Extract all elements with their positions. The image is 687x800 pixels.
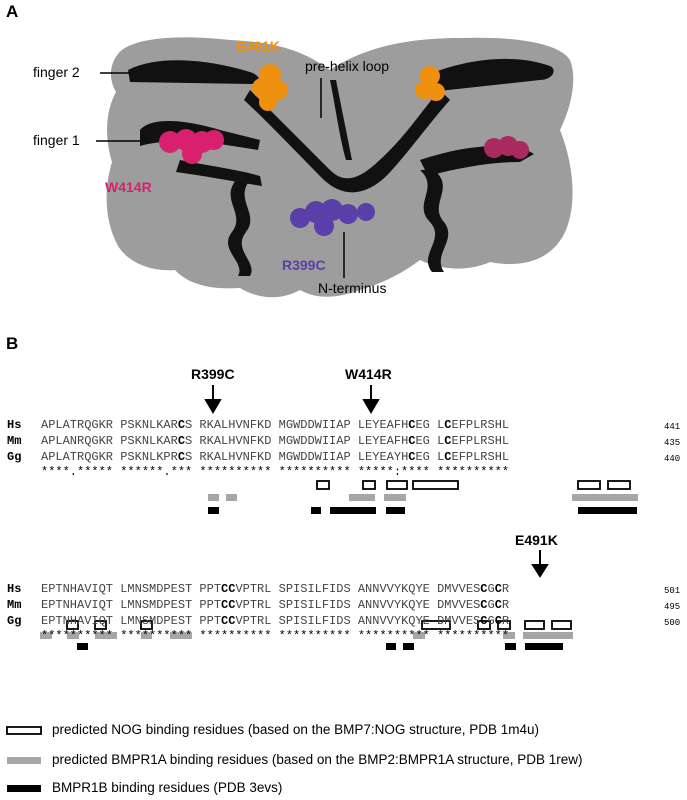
species-mm-block2: Mm [7, 598, 22, 612]
legend-swatch-black [7, 785, 41, 792]
ribbon-right-helix [420, 170, 449, 272]
label-finger2: finger 2 [33, 64, 80, 80]
conservation-block2: ********** ********** ********** *******… [41, 629, 510, 643]
arrow-w414r [362, 385, 380, 414]
ribbon-left-finger2 [128, 60, 259, 84]
mutation-r399c-header: R399C [191, 366, 235, 382]
sequence-hs-block1: APLATRQGKR PSKNLKARCS RKALHVNFKD MGWDDWI… [41, 418, 510, 432]
species-hs-block2: Hs [7, 582, 22, 596]
ribbon-right-finger2 [420, 58, 554, 92]
label-pre-helix-loop: pre-helix loop [305, 58, 390, 74]
sequence-end-hs-block1: 441 [664, 422, 681, 432]
sequence-end-mm-block2: 495 [664, 602, 681, 612]
block1-nog-bars [316, 480, 631, 490]
block2-bmpr1b-bars [77, 643, 563, 650]
mutation-e491k-header: E491K [515, 532, 558, 548]
sequence-end-gg-block2: 500 [664, 618, 681, 628]
sequence-gg-block2: EPTNHAVIQT LMNSMDPEST PPTCCVPTRL SPISILF… [41, 614, 510, 628]
label-r399c: R399C [282, 257, 326, 273]
block1-bmpr1b-bars [208, 507, 637, 514]
species-hs: Hs [7, 418, 22, 432]
legend-bmpr1b: BMPR1B binding residues (PDB 3evs) [52, 780, 283, 795]
mutation-w414r-header: W414R [345, 366, 392, 382]
panel-b-letter: B [6, 334, 19, 353]
sequence-gg-block1: APLATRQGKR PSKNLKPRCS RKALHVNFKD MGWDDWI… [41, 450, 510, 464]
ribbon-left-strand [176, 160, 262, 186]
legend-nog: predicted NOG binding residues (based on… [52, 722, 539, 737]
molecular-surface [106, 37, 574, 298]
label-finger1: finger 1 [33, 132, 80, 148]
sequence-hs-block2: EPTNHAVIQT LMNSMDPEST PPTCCVPTRL SPISILF… [41, 582, 510, 596]
block2-nog-bars [66, 620, 572, 630]
species-gg: Gg [7, 450, 22, 464]
arrow-e491k [531, 550, 549, 578]
legend-swatch-open [6, 726, 42, 735]
species-mm: Mm [7, 434, 22, 448]
legend-swatch-gray [7, 757, 41, 764]
panel-a-letter: A [6, 2, 19, 21]
arrow-r399c [204, 385, 222, 414]
label-n-terminus: N-terminus [318, 280, 387, 296]
e491k-spheres-left [252, 64, 288, 111]
sequence-end-hs-block2: 501 [664, 586, 681, 596]
label-e491k: E491K [237, 38, 280, 54]
ribbon-loop [330, 80, 352, 160]
w414r-spheres-right [484, 136, 529, 159]
r399c-spheres [290, 199, 375, 236]
e491k-spheres-right [415, 66, 445, 101]
block2-bmpr1a-bars [40, 632, 573, 639]
conservation-block1: ****.***** ******.*** ********** *******… [41, 465, 510, 479]
w414r-spheres-left [159, 129, 224, 164]
ribbon-core [244, 90, 450, 193]
legend-bmpr1a: predicted BMPR1A binding residues (based… [52, 752, 583, 767]
label-w414r: W414R [105, 179, 152, 195]
species-gg-block2: Gg [7, 614, 22, 628]
sequence-mm-block1: APLANRQGKR PSKNLKARCS RKALHVNFKD MGWDDWI… [41, 434, 510, 448]
sequence-end-gg-block1: 440 [664, 454, 681, 464]
sequence-mm-block2: EPTNHAVIQT LMNSMDPEST PPTCCVPTRL SPISILF… [41, 598, 510, 612]
block1-bmpr1a-bars [208, 494, 638, 501]
ribbon-left-helix [228, 180, 252, 276]
sequence-end-mm-block1: 435 [664, 438, 681, 448]
